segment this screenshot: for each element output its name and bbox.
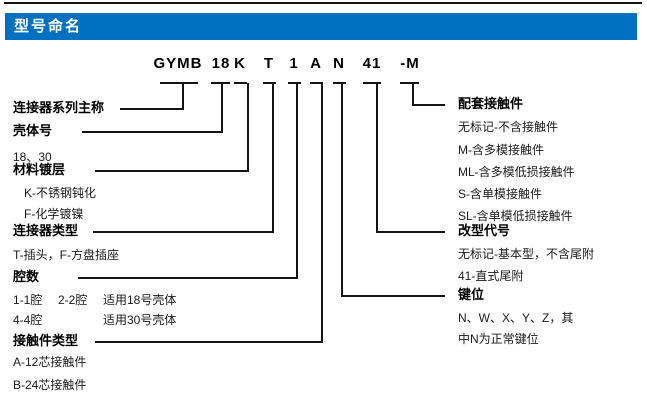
connector-series — [120, 82, 198, 110]
connector-plating — [95, 82, 249, 172]
connector-cavity — [78, 82, 301, 279]
mating-option-m: M-含多模接触件 — [458, 143, 544, 157]
connector-shell — [82, 82, 230, 133]
label-shell-title: 壳体号 — [13, 123, 53, 138]
plating-option-k: K-不锈钢钝化 — [24, 186, 97, 200]
key-options-line1: N、W、X、Y、Z，其 — [458, 311, 574, 325]
label-variant-title: 改型代号 — [458, 223, 511, 238]
connector-mating — [400, 82, 445, 106]
top-rule-line — [4, 2, 642, 4]
connector-variant — [363, 82, 445, 233]
connector-conn-type — [93, 82, 276, 233]
connector-key — [333, 82, 445, 297]
code-part-key: N — [333, 55, 345, 72]
mating-option-ml: ML-含多模低损接触件 — [458, 165, 575, 179]
code-part-cavity: 1 — [289, 55, 299, 72]
label-key-title: 键位 — [458, 287, 485, 302]
cavity-row-30: 4-4腔 适用30号壳体 — [13, 313, 176, 327]
label-contact-type-title: 接触件类型 — [13, 333, 79, 348]
key-options-line2: 中N为正常键位 — [458, 332, 539, 346]
code-part-variant: 41 — [362, 55, 382, 72]
mating-option-none: 无标记-不含接触件 — [458, 120, 558, 134]
mating-option-sl: SL-含单模低损接触件 — [458, 209, 573, 223]
cavity-option-4: 4-4腔 — [13, 313, 43, 327]
label-cavity-title: 腔数 — [13, 269, 40, 284]
code-part-shell: 18 — [211, 55, 231, 72]
cavity-row-18: 1-1腔 2-2腔 适用18号壳体 — [13, 293, 176, 307]
label-mating-title: 配套接触件 — [458, 96, 524, 111]
cavity-note-30: 适用30号壳体 — [103, 313, 177, 327]
contact-option-b: B-24芯接触件 — [13, 378, 87, 392]
variant-option-none: 无标记-基本型，不含尾附 — [458, 247, 594, 261]
label-conn-type-title: 连接器类型 — [13, 223, 79, 238]
section-title: 型号命名 — [14, 18, 83, 35]
mating-option-s: S-含单模接触件 — [458, 187, 543, 201]
section-header-bar: 型号命名 — [5, 13, 637, 40]
contact-option-a: A-12芯接触件 — [13, 355, 87, 369]
code-part-mating: -M — [400, 55, 420, 72]
code-part-series: GYMB — [153, 55, 203, 72]
shell-options: 18、30 — [13, 150, 52, 164]
variant-option-41: 41-直式尾附 — [458, 269, 524, 283]
code-part-contact-type: A — [310, 55, 322, 72]
label-plating-title: 材料镀层 — [13, 162, 66, 177]
code-part-plating: K — [234, 55, 246, 72]
cavity-option-1: 1-1腔 — [13, 293, 43, 307]
connector-contact-type — [95, 82, 323, 343]
plating-option-f: F-化学镀镍 — [24, 207, 84, 221]
code-part-conn-type: T — [263, 55, 275, 72]
cavity-note-18: 适用18号壳体 — [103, 293, 177, 307]
cavity-option-2: 2-2腔 — [58, 293, 88, 307]
conn-type-options: T-插头，F-方盘插座 — [13, 248, 119, 262]
label-series-title: 连接器系列主称 — [13, 100, 105, 115]
